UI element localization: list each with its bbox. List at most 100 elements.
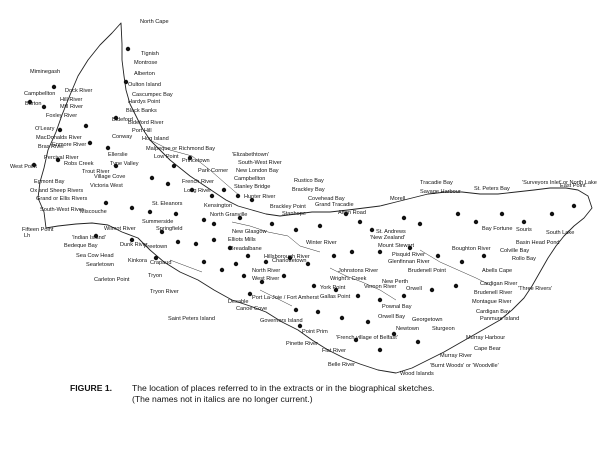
place-label: Newtown: [396, 326, 419, 332]
place-label: East Point: [560, 183, 586, 189]
place-label: 'Burnt Woods' or 'Woodville': [430, 363, 499, 369]
place-label: Morell: [390, 196, 405, 202]
place-label: Fifteen Point: [22, 227, 54, 233]
place-label: Dock River: [65, 88, 92, 94]
place-marker: [235, 193, 241, 199]
place-label: Princetown: [182, 158, 210, 164]
place-marker: [55, 157, 61, 163]
place-label: Montrose: [134, 60, 157, 66]
place-marker: [401, 293, 407, 299]
place-marker: [549, 211, 555, 217]
place-marker: [241, 273, 247, 279]
place-marker: [377, 297, 383, 303]
place-label: New London Bay: [236, 168, 279, 174]
place-label: South Lake: [546, 230, 574, 236]
place-label: Georgetown: [412, 317, 442, 323]
place-label: Governors Island: [260, 318, 303, 324]
place-label: Miscouche: [80, 209, 107, 215]
place-label: Belle River: [328, 362, 355, 368]
place-label: Springfield: [156, 226, 182, 232]
place-marker: [51, 84, 57, 90]
place-label: 'Surveyors Inlet' or North Lake: [522, 180, 597, 186]
place-label: Bras River: [38, 144, 64, 150]
place-label: 'Three Rivers': [518, 286, 552, 292]
place-marker: [233, 261, 239, 267]
place-marker: [455, 211, 461, 217]
place-label: Hog Island: [142, 136, 169, 142]
place-marker: [249, 197, 255, 203]
place-label: Savage Harbour: [420, 189, 461, 195]
place-marker: [193, 241, 199, 247]
place-label: Gallas Point: [320, 294, 351, 300]
place-marker: [429, 287, 435, 293]
place-label: O'Leary: [35, 126, 55, 132]
place-marker: [211, 221, 217, 227]
place-label: Tryon River: [150, 289, 179, 295]
place-label: Murray Harbour: [466, 335, 505, 341]
place-marker: [171, 163, 177, 169]
place-label: Victoria West: [90, 183, 123, 189]
place-marker: [365, 319, 371, 325]
place-marker: [305, 261, 311, 267]
place-marker: [153, 255, 159, 261]
place-label: Montague River: [472, 299, 512, 305]
place-label: Hunter River: [244, 194, 276, 200]
place-label: Bedeque Bay: [64, 243, 98, 249]
place-marker: [377, 249, 383, 255]
place-marker: [247, 291, 253, 297]
place-label: Flat River: [322, 348, 346, 354]
place-marker: [113, 115, 119, 121]
place-label: Colville Bay: [500, 248, 529, 254]
place-label: 'Indian Island': [72, 235, 106, 241]
place-marker: [27, 99, 33, 105]
place-label: Cardigan River: [480, 281, 517, 287]
place-label: Cape Bear: [474, 346, 501, 352]
place-label: Long River: [184, 188, 211, 194]
place-label: MacDonalds River: [36, 135, 82, 141]
place-label: Cardigan Bay: [476, 309, 510, 315]
place-marker: [357, 219, 363, 225]
place-label: Johnstons River: [338, 268, 378, 274]
place-label: Orwell Bay: [378, 314, 405, 320]
place-label: Village Cove: [94, 174, 125, 180]
place-label: Campbellton: [24, 91, 55, 97]
place-label: Port La-Joie / Fort Amherst: [252, 295, 319, 301]
place-marker: [201, 259, 207, 265]
place-marker: [349, 249, 355, 255]
place-marker: [287, 255, 293, 261]
place-marker: [481, 253, 487, 259]
place-label: Carleton Point: [94, 277, 130, 283]
place-marker: [435, 253, 441, 259]
place-marker: [281, 273, 287, 279]
place-label: New Perth: [382, 279, 408, 285]
place-label: New Glasgow: [232, 229, 267, 235]
place-marker: [297, 323, 303, 329]
place-label: Tyne Valley: [110, 161, 139, 167]
place-marker: [31, 162, 37, 168]
place-label: Summerside: [142, 219, 173, 225]
place-marker: [473, 219, 479, 225]
place-label: Bideford: [112, 117, 133, 123]
place-marker: [237, 215, 243, 221]
place-marker: [211, 237, 217, 243]
place-marker: [227, 245, 233, 251]
coastline-detail: [149, 139, 493, 307]
place-label: Grand Tracadie: [315, 202, 354, 208]
place-label: 'Elizabethtown': [232, 152, 269, 158]
place-label: Canoe Cove: [236, 306, 267, 312]
place-label: French River: [182, 179, 214, 185]
place-marker: [343, 211, 349, 217]
place-marker: [259, 279, 265, 285]
place-label: Wright's Creek: [330, 276, 367, 282]
place-label: Mount Stewart: [378, 243, 415, 249]
place-label: Campbellton: [234, 176, 265, 182]
place-label: Bay Fortune: [482, 226, 512, 232]
place-label: Cascumpec Bay: [132, 92, 173, 98]
place-label: St. Eleanors: [152, 201, 183, 207]
place-marker: [377, 347, 383, 353]
place-marker: [417, 221, 423, 227]
place-label: Hardys Point: [128, 99, 160, 105]
place-label: West Point: [10, 164, 37, 170]
place-label: Bideford River: [128, 120, 164, 126]
